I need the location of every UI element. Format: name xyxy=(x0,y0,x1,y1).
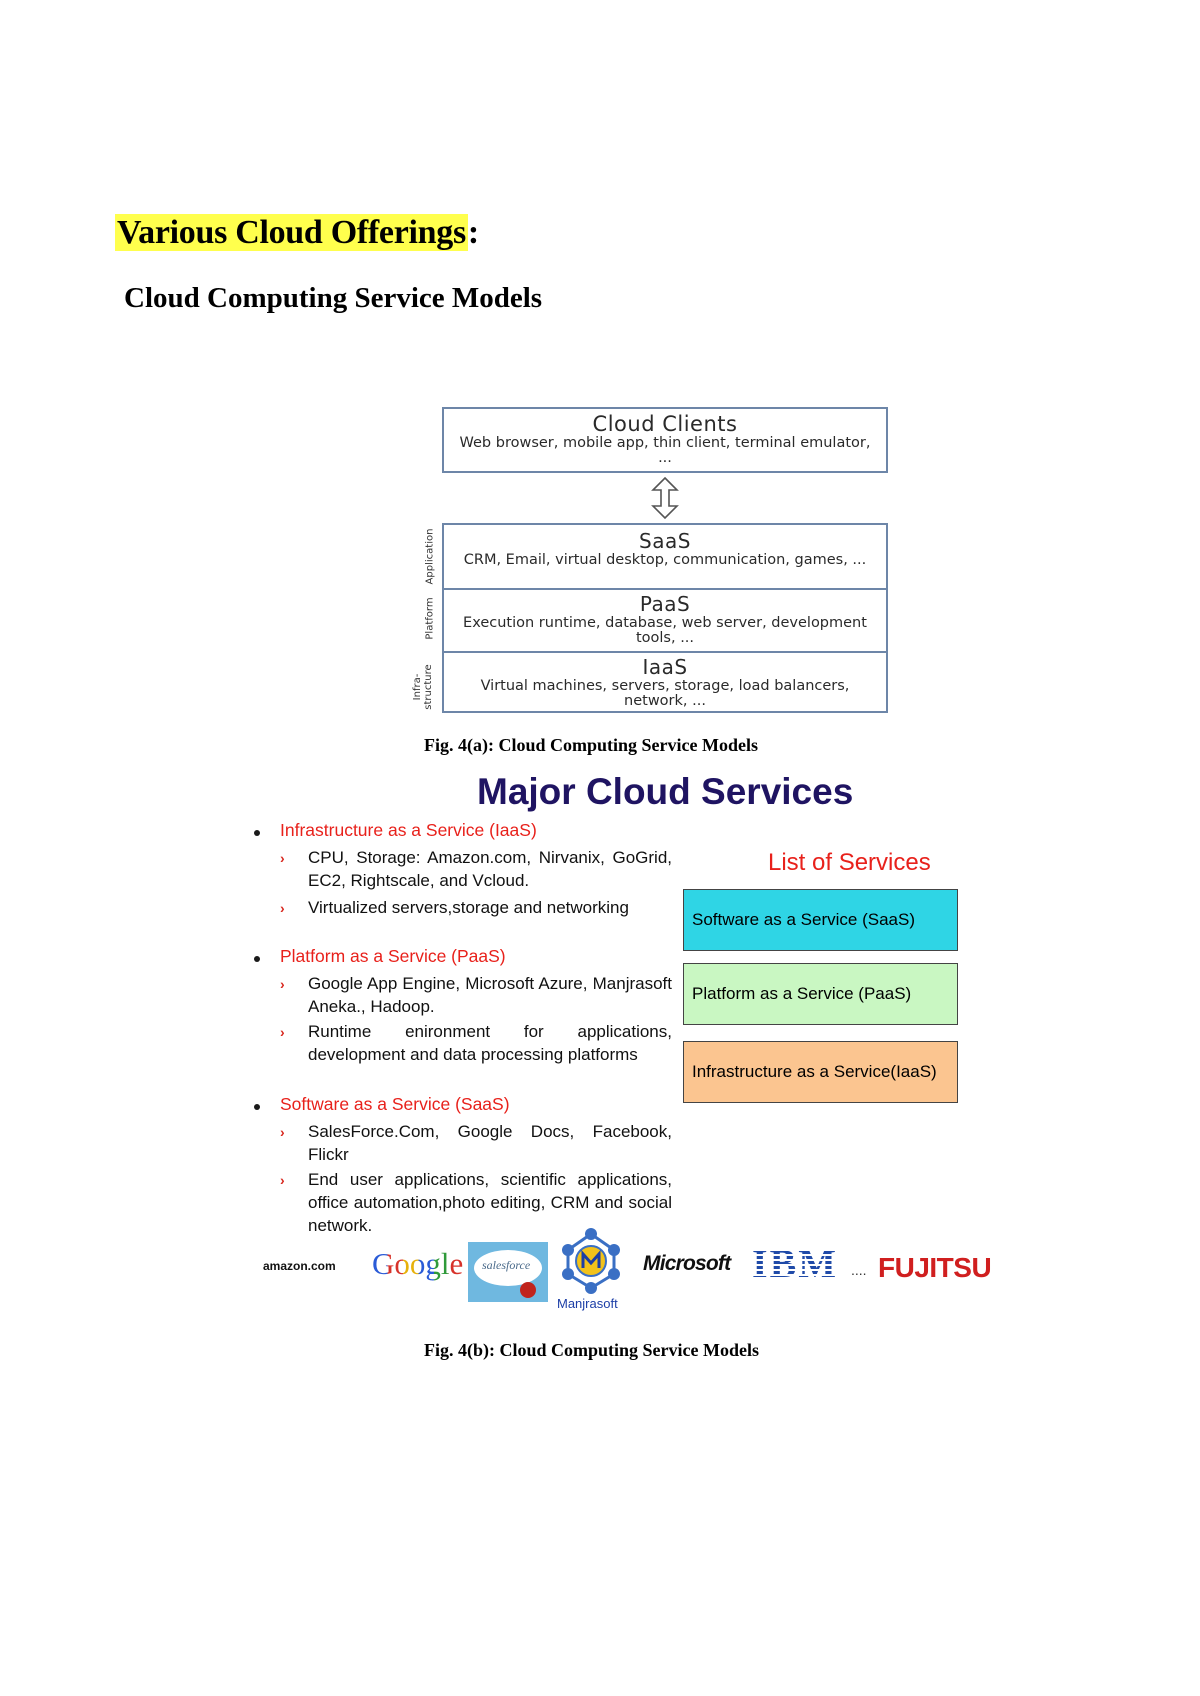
saas-layer-desc: CRM, Email, virtual desktop, communicati… xyxy=(463,552,867,568)
iaas-layer: IaaS Virtual machines, servers, storage,… xyxy=(444,651,886,714)
google-logo-text: Google xyxy=(372,1246,464,1281)
section-head-iaas: Infrastructure as a Service (IaaS) xyxy=(280,820,537,840)
ibm-logo-text: IBM xyxy=(752,1241,838,1286)
side-label-application: Application xyxy=(424,528,436,585)
side-label-platform: Platform xyxy=(424,597,436,640)
bullet-dot xyxy=(254,1104,260,1110)
side-label-infrastructure: Infra-structure xyxy=(412,664,434,710)
chevron-right-icon: › xyxy=(280,1172,285,1188)
cloud-clients-box: Cloud Clients Web browser, mobile app, t… xyxy=(442,407,888,473)
section-heading: Various Cloud Offerings: xyxy=(115,214,479,252)
figure-caption-a: Fig. 4(a): Cloud Computing Service Model… xyxy=(424,735,758,755)
sub-heading: Cloud Computing Service Models xyxy=(124,282,543,314)
service-box-paas: Platform as a Service (PaaS) xyxy=(683,963,958,1025)
more-dots: .... xyxy=(851,1262,867,1278)
iaas-item-2: Virtualized servers,storage and networki… xyxy=(308,898,629,917)
section-heading-text: Various Cloud Offerings xyxy=(115,214,468,251)
chevron-right-icon: › xyxy=(280,1124,285,1140)
heading-colon: : xyxy=(467,214,479,251)
paas-layer: PaaS Execution runtime, database, web se… xyxy=(444,588,886,653)
salesforce-logo: salesforce xyxy=(468,1242,548,1302)
service-box-iaas: Infrastructure as a Service(IaaS) xyxy=(683,1041,958,1103)
figure-caption-b: Fig. 4(b): Cloud Computing Service Model… xyxy=(424,1340,759,1360)
service-layer-stack: SaaS CRM, Email, virtual desktop, commun… xyxy=(442,523,888,713)
bullet-dot xyxy=(254,830,260,836)
iaas-layer-title: IaaS xyxy=(642,655,688,679)
paas-layer-desc: Execution runtime, database, web server,… xyxy=(463,615,867,646)
google-logo: Google xyxy=(372,1246,463,1282)
double-arrow-icon xyxy=(651,476,679,520)
section-head-saas: Software as a Service (SaaS) xyxy=(280,1094,510,1114)
paas-item-1: Google App Engine, Microsoft Azure, Manj… xyxy=(308,974,672,1016)
ibm-logo: IBM xyxy=(752,1244,842,1284)
bullet-dot xyxy=(254,956,260,962)
fujitsu-logo: FUJITSU xyxy=(878,1252,992,1283)
chevron-right-icon: › xyxy=(280,850,285,866)
salesforce-logo-text: salesforce xyxy=(482,1258,531,1272)
iaas-item-1: CPU, Storage: Amazon.com, Nirvanix, GoGr… xyxy=(308,848,672,890)
iaas-layer-desc: Virtual machines, servers, storage, load… xyxy=(480,678,850,709)
major-cloud-services-title: Major Cloud Services xyxy=(477,771,854,812)
paas-layer-title: PaaS xyxy=(639,592,691,616)
section-head-paas: Platform as a Service (PaaS) xyxy=(280,946,506,966)
paas-item-2: Runtime enironment for applications, dev… xyxy=(308,1022,672,1064)
service-box-saas: Software as a Service (SaaS) xyxy=(683,889,958,951)
salesforce-cloud-icon xyxy=(468,1242,548,1302)
saas-item-1: SalesForce.Com, Google Docs, Facebook, F… xyxy=(308,1122,672,1164)
manjrasoft-logo-text: Manjrasoft xyxy=(557,1296,618,1311)
saas-layer: SaaS CRM, Email, virtual desktop, commun… xyxy=(444,525,886,590)
cloud-clients-desc: Web browser, mobile app, thin client, te… xyxy=(459,435,871,466)
list-of-services-title: List of Services xyxy=(768,849,931,876)
chevron-right-icon: › xyxy=(280,976,285,992)
saas-item-2: End user applications, scientific applic… xyxy=(308,1170,672,1235)
amazon-logo: amazon.com xyxy=(263,1259,336,1273)
saas-layer-title: SaaS xyxy=(639,529,691,553)
cloud-clients-title: Cloud Clients xyxy=(592,412,738,436)
microsoft-logo: Microsoft xyxy=(643,1252,731,1275)
manjrasoft-logo-icon xyxy=(562,1228,620,1294)
chevron-right-icon: › xyxy=(280,1024,285,1040)
chevron-right-icon: › xyxy=(280,900,285,916)
